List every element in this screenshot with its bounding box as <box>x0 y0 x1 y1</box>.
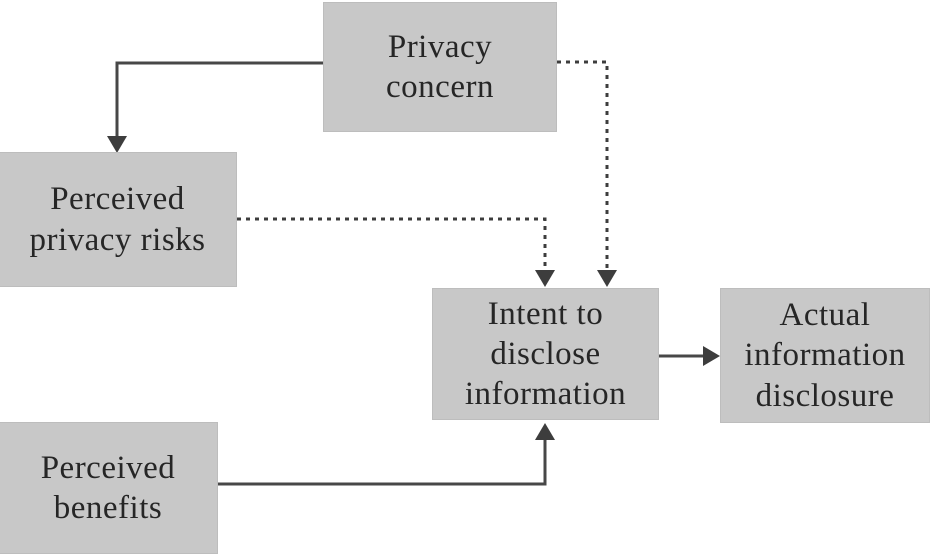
arrowhead-down-icon <box>535 270 555 287</box>
edge-privacy-concern-to-intent <box>557 60 617 287</box>
node-actual-disclosure-label: Actual information disclosure <box>744 297 906 414</box>
edge-perceived-benefits-to-intent <box>218 423 555 486</box>
node-actual-disclosure: Actual information disclosure <box>720 288 930 423</box>
edge-perceived-privacy-risks-to-intent <box>237 217 555 287</box>
node-privacy-concern: Privacy concern <box>323 2 557 132</box>
arrowhead-up-icon <box>535 423 555 440</box>
node-perceived-privacy-risks: Perceived privacy risks <box>0 152 237 287</box>
arrowhead-down-icon <box>107 136 127 153</box>
edge-intent-to-actual-disclosure <box>659 346 720 366</box>
node-perceived-privacy-risks-label: Perceived privacy risks <box>29 181 206 258</box>
node-perceived-benefits-label: Perceived benefits <box>40 449 176 526</box>
node-privacy-concern-label: Privacy concern <box>386 28 494 105</box>
edge-privacy-concern-to-perceived-privacy-risks <box>107 61 323 153</box>
node-perceived-benefits: Perceived benefits <box>0 422 218 554</box>
arrowhead-right-icon <box>703 346 720 366</box>
node-intent-to-disclose: Intent to disclose information <box>432 288 659 420</box>
arrowhead-down-icon <box>597 270 617 287</box>
node-intent-to-disclose-label: Intent to disclose information <box>464 295 627 413</box>
